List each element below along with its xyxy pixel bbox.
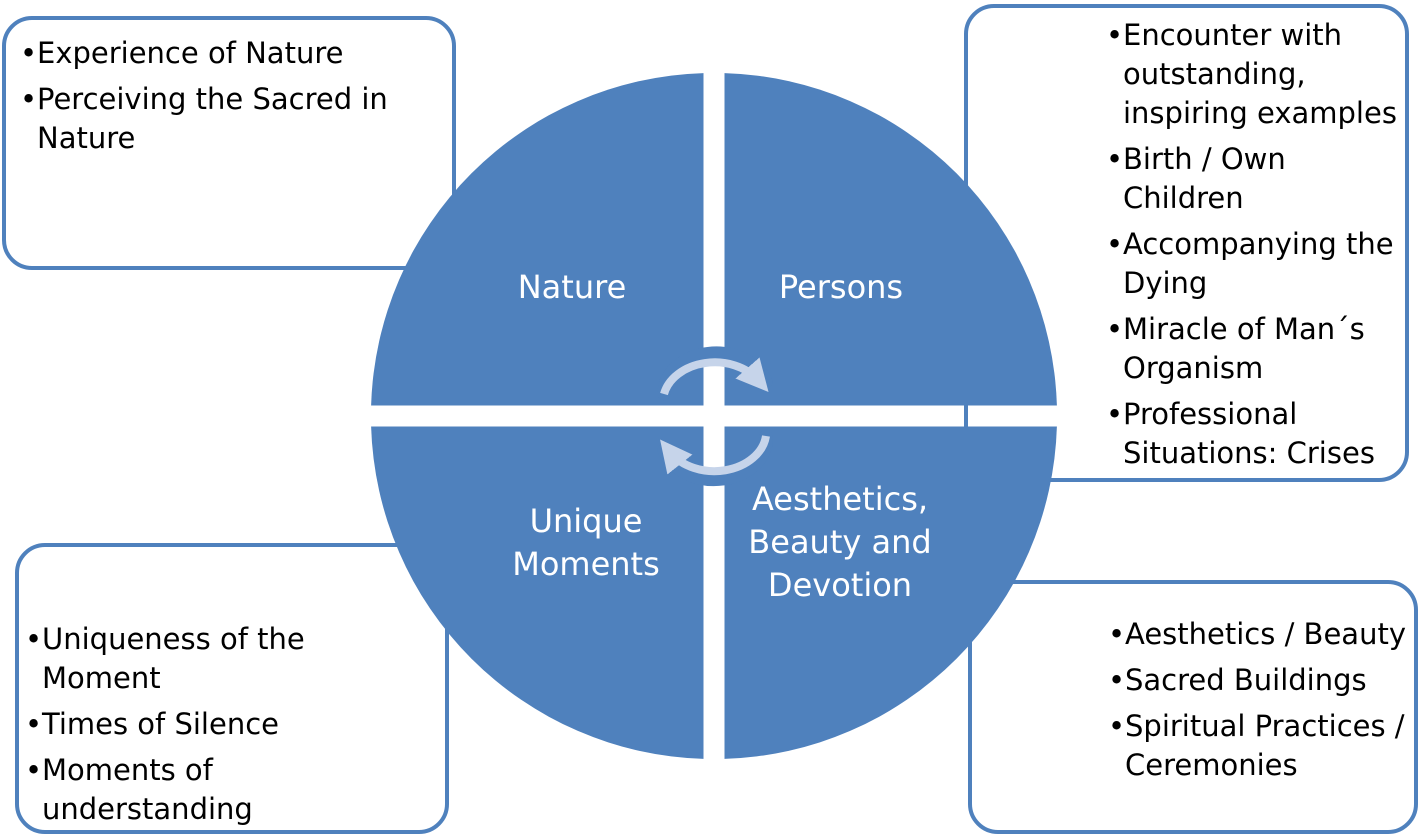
label-nature: Nature [518, 268, 627, 306]
label-unique-moments-line2: Moments [512, 545, 660, 583]
list-item: Encounter with outstanding, inspiring ex… [1106, 16, 1406, 133]
label-persons: Persons [779, 268, 903, 306]
list-item: Times of Silence [25, 705, 425, 744]
cycle-arrows-icon [657, 346, 773, 487]
quadrant-unique-moments [371, 426, 704, 759]
list-item: Moments of understanding [25, 751, 425, 829]
list-item: Spiritual Practices / Ceremonies [1108, 707, 1408, 785]
list-nature: Experience of Nature Perceiving the Sacr… [20, 34, 440, 165]
list-persons: Encounter with outstanding, inspiring ex… [1106, 16, 1406, 480]
list-moments: Uniqueness of the Moment Times of Silenc… [25, 620, 425, 836]
label-aesthetics-line2: Beauty and [748, 523, 931, 561]
quadrant-aesthetics [724, 426, 1057, 759]
list-item: Accompanying the Dying [1106, 225, 1406, 303]
label-aesthetics-line1: Aesthetics, [752, 480, 928, 518]
quadrant-nature [371, 73, 704, 406]
list-item: Professional Situations: Crises [1106, 395, 1406, 473]
label-unique-moments-line1: Unique [530, 502, 643, 540]
list-item: Aesthetics / Beauty [1108, 615, 1408, 654]
list-item: Experience of Nature [20, 34, 440, 73]
list-item: Miracle of Man´s Organism [1106, 310, 1406, 388]
small-mark [964, 410, 968, 419]
quadrant-persons [724, 73, 1057, 406]
list-aesthetics: Aesthetics / Beauty Sacred Buildings Spi… [1108, 615, 1408, 792]
list-item: Birth / Own Children [1106, 140, 1406, 218]
list-item: Sacred Buildings [1108, 661, 1408, 700]
list-item: Perceiving the Sacred in Nature [20, 80, 440, 158]
list-item: Uniqueness of the Moment [25, 620, 425, 698]
label-aesthetics-line3: Devotion [768, 566, 912, 604]
